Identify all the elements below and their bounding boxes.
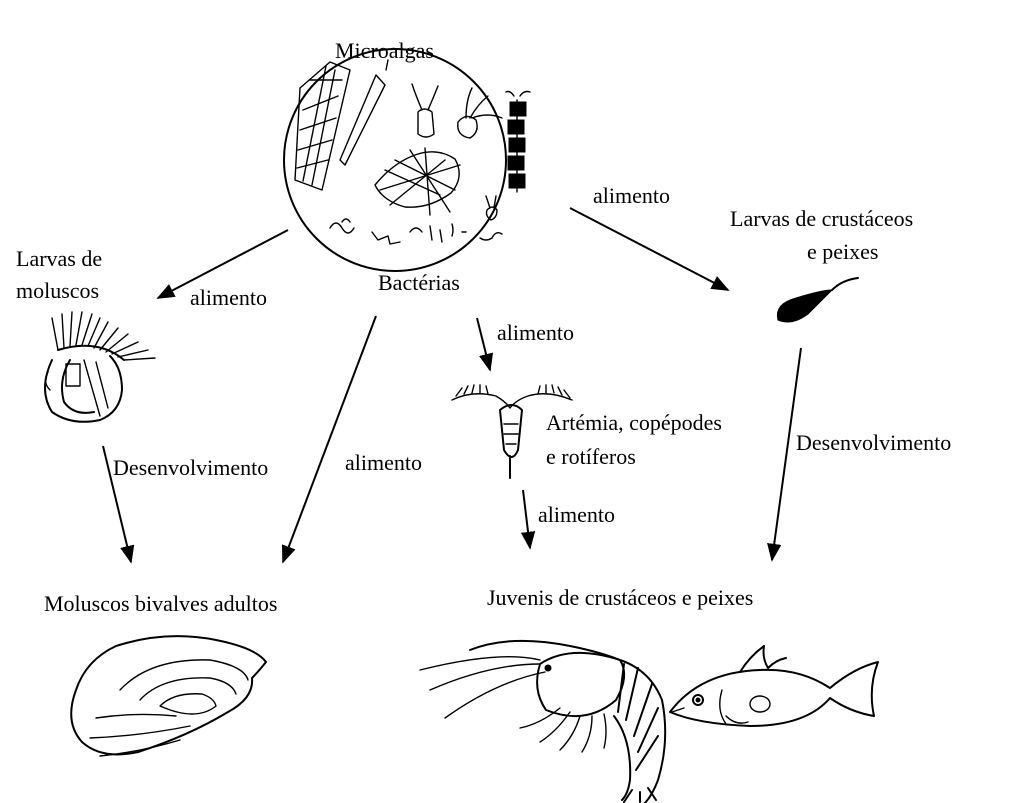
fish-icon — [670, 646, 878, 726]
juvenis-label: Juvenis de crustáceos e peixes — [487, 585, 753, 610]
shrimp-icon — [420, 641, 665, 803]
larvas-moluscos-line-1: Larvas de — [16, 246, 102, 271]
desenvolvimento-label-moluscos: Desenvolvimento — [113, 455, 268, 480]
zooplankton-line-2: e rotíferos — [546, 444, 636, 469]
plankton-circle-icon — [284, 49, 530, 271]
larvas-moluscos-line-2: moluscos — [16, 278, 99, 303]
alimento-label-moluscos: alimento — [190, 285, 267, 310]
bacterias-label: Bactérias — [378, 270, 460, 295]
arrow-to-moluscos-adultos — [283, 316, 376, 562]
fish-larva-icon — [777, 278, 858, 322]
moluscos-adultos-label: Moluscos bivalves adultos — [44, 591, 277, 616]
microalgas-label: Microalgas — [335, 38, 434, 63]
larvas-crustaceos-line-1: Larvas de crustáceos — [730, 206, 913, 231]
arrow-to-larvas-crustaceos — [570, 208, 728, 290]
desenvolvimento-label-crustaceos: Desenvolvimento — [796, 430, 951, 455]
arrows — [103, 208, 801, 562]
oyster-icon — [71, 636, 266, 756]
alimento-label-adultos: alimento — [345, 450, 422, 475]
zooplankton-label: Artémia, copépodes e rotíferos — [546, 410, 727, 469]
zooplankton-line-1: Artémia, copépodes — [546, 410, 722, 435]
arrow-zooplankton-to-juvenis — [523, 490, 530, 548]
larvas-crustaceos-label: Larvas de crustáceos e peixes — [730, 206, 919, 264]
alimento-label-zooplankton: alimento — [497, 320, 574, 345]
alimento-label-crustaceos: alimento — [593, 183, 670, 208]
arrow-to-zooplankton — [477, 318, 490, 370]
larvas-moluscos-label: Larvas de moluscos — [16, 246, 108, 303]
larvas-crustaceos-line-2: e peixes — [807, 239, 878, 264]
mollusc-larva-icon — [45, 312, 155, 422]
alimento-label-juvenis: alimento — [538, 502, 615, 527]
